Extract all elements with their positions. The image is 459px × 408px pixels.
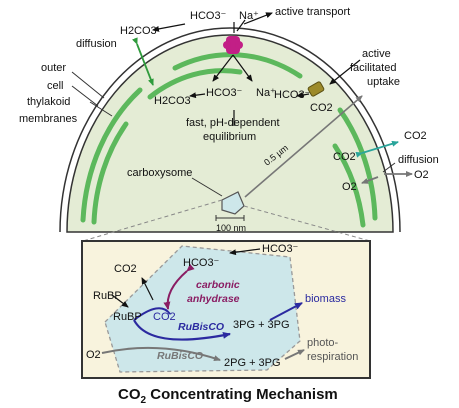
label-hco3-top: HCO3⁻ xyxy=(190,10,227,22)
label-fast-eq-2: equilibrium xyxy=(203,131,256,143)
photoresp-arrow-2 xyxy=(284,349,305,360)
label-cell: cell xyxy=(47,80,64,92)
label-fast-eq-1: fast, pH-dependent xyxy=(186,117,280,129)
inset-photo-1: photo- xyxy=(307,337,339,349)
inset-rubp-1: RuBP xyxy=(93,290,122,302)
facilitated-transporter xyxy=(307,81,325,97)
label-diffusion-left: diffusion xyxy=(76,38,117,50)
label-hco3-inner: HCO3⁻ xyxy=(206,87,243,99)
label-membranes: membranes xyxy=(19,113,78,125)
diffusion-arrow-right xyxy=(355,140,399,158)
label-o2-left: O2 xyxy=(342,181,357,193)
diagram-title: CO2 Concentrating Mechanism xyxy=(118,386,338,406)
inset-3pg: 3PG + 3PG xyxy=(233,319,290,331)
inset-hco3: HCO3⁻ xyxy=(262,243,299,255)
diffusion-arrow-left xyxy=(132,37,154,86)
label-active-fac-2: facilitated xyxy=(350,62,396,74)
label-na-inner: Na⁺ xyxy=(256,87,276,99)
label-carboxysome: carboxysome xyxy=(127,167,192,179)
label-scale-100: 100 nm xyxy=(216,223,246,233)
biomass-arrow xyxy=(269,302,303,321)
label-co2-right-inner: CO2 xyxy=(310,102,333,114)
o2-arrows xyxy=(361,171,413,184)
label-outer: outer xyxy=(41,62,66,74)
label-diffusion-right: diffusion xyxy=(398,154,439,166)
photoresp-arrow xyxy=(101,346,221,361)
inset-box xyxy=(81,240,371,379)
inset-rubisco-1: RuBisCO xyxy=(178,321,224,333)
label-h2co3-top: H2CO3 xyxy=(120,25,157,37)
carbonic-anhydrase-arrow xyxy=(163,263,195,310)
scale-arrow xyxy=(244,95,363,198)
carboxysome-small xyxy=(221,191,245,215)
label-co2-mem: CO2 xyxy=(333,151,356,163)
label-o2-right: O2 xyxy=(414,169,429,181)
scale-bar-100nm xyxy=(215,215,245,221)
zoom-lines xyxy=(82,199,371,242)
label-na-top: Na⁺ xyxy=(239,10,259,22)
inset-arrows xyxy=(111,248,261,308)
label-active-fac-3: uptake xyxy=(367,76,400,88)
inset-hco3-center: HCO3⁻ xyxy=(183,257,220,269)
label-active-fac-1: active xyxy=(362,48,391,60)
label-co2-outside: CO2 xyxy=(404,130,427,142)
inset-2pg: 2PG + 3PG xyxy=(224,357,281,369)
label-active-transport: active transport xyxy=(275,6,350,18)
inset-carbonic-2: anhydrase xyxy=(187,293,240,305)
label-hco3-right: HCO3⁻ xyxy=(274,89,311,101)
inset-rubp-2: RuBP xyxy=(113,311,142,323)
rubisco-arrow xyxy=(133,319,231,341)
diffusion-leader xyxy=(382,162,396,173)
inset-o2: O2 xyxy=(86,349,101,361)
transporter xyxy=(223,36,243,54)
inset-carbonic-1: carbonic xyxy=(196,279,240,291)
label-thylakoid: thylakoid xyxy=(27,96,70,108)
top-arrows xyxy=(152,12,361,126)
inset-photo-2: respiration xyxy=(307,351,358,363)
label-h2co3-inner: H2CO3 xyxy=(154,95,191,107)
inset-biomass: biomass xyxy=(305,293,346,305)
rubp-recycle-arrow xyxy=(133,307,171,321)
inset-co2-topleft: CO2 xyxy=(114,263,137,275)
inset-rubisco-2: RuBisCO xyxy=(157,350,203,362)
inset-co2-center: CO2 xyxy=(153,311,176,323)
membrane-leaders xyxy=(71,71,113,117)
carboxysome-leader xyxy=(191,177,223,197)
